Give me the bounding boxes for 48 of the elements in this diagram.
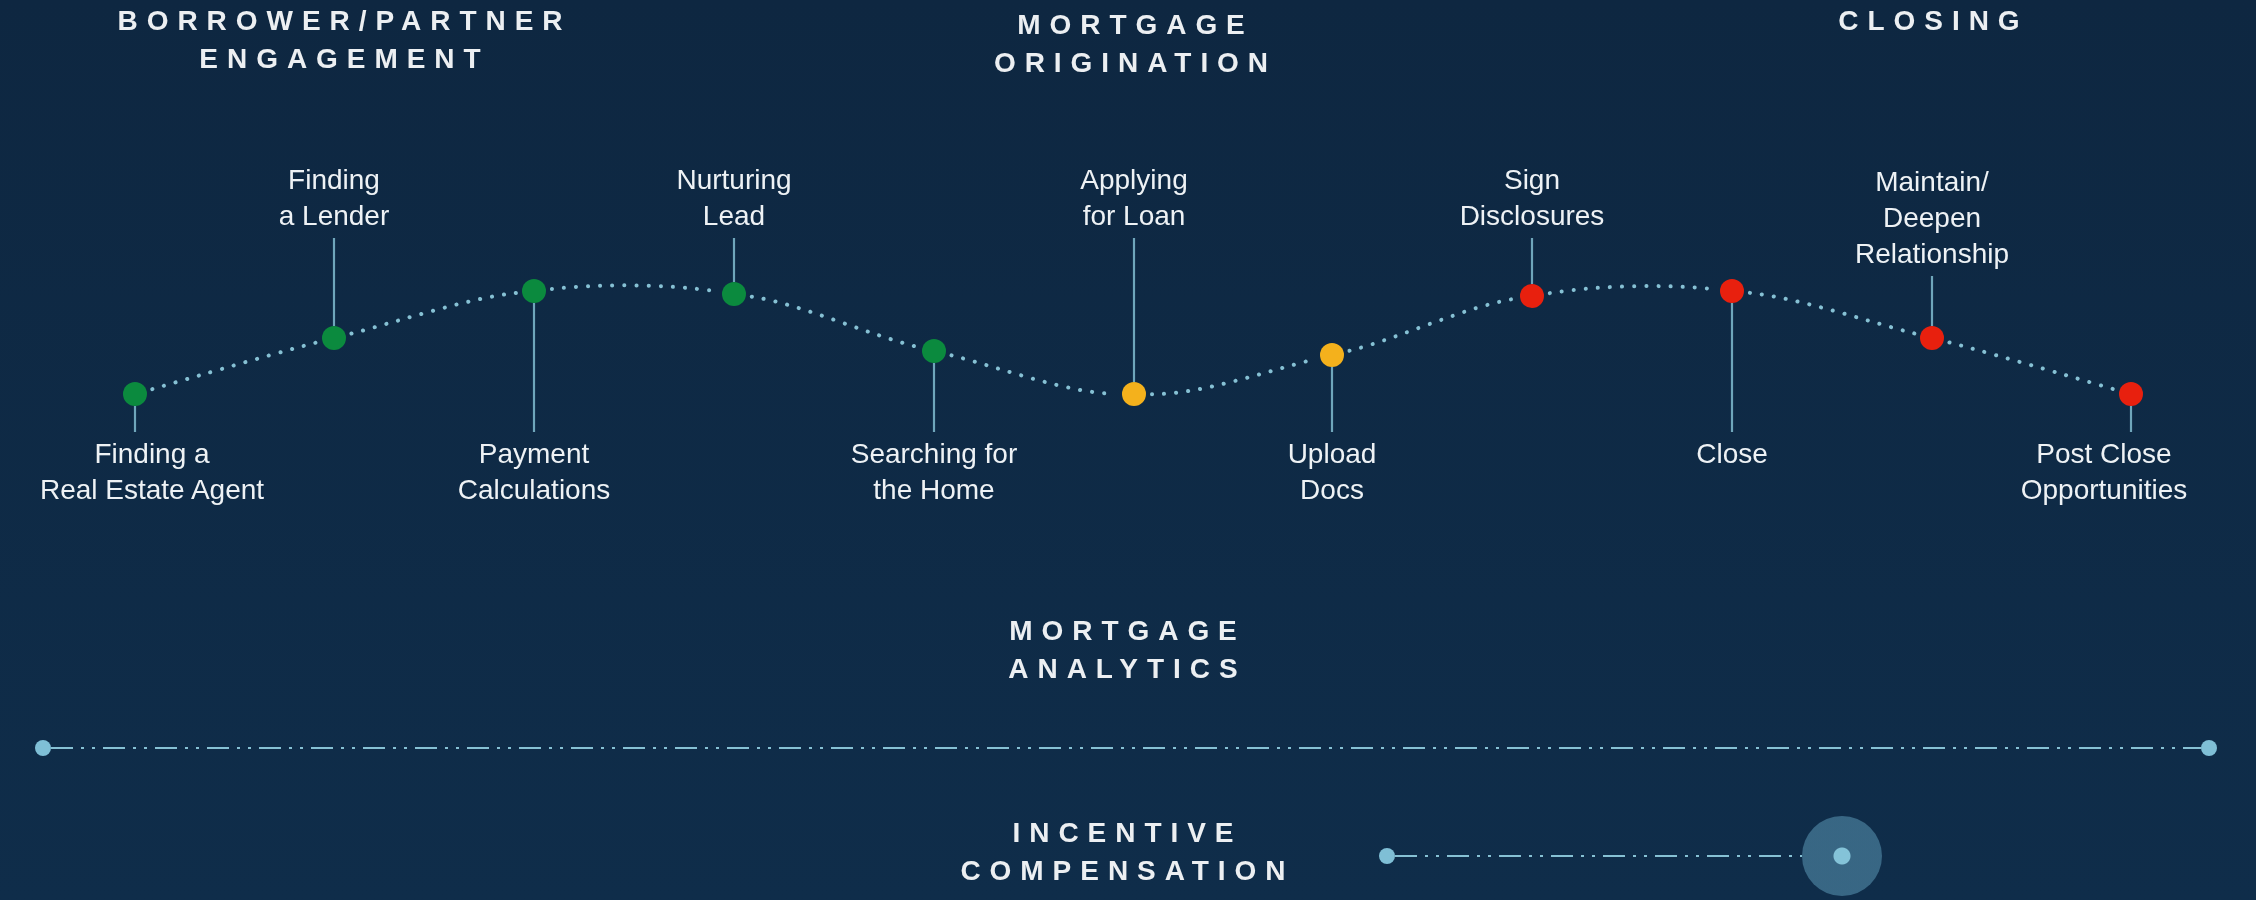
milestone-dot	[922, 339, 946, 363]
milestone-label: Upload Docs	[1182, 436, 1482, 508]
dotted-path	[1947, 340, 2116, 392]
dotted-path	[1747, 290, 1917, 336]
leader-line	[932, 363, 936, 432]
timeline-line	[51, 746, 2201, 750]
dotted-path	[749, 294, 919, 349]
milestone-dot	[522, 279, 546, 303]
milestone-dot	[2119, 382, 2143, 406]
section-heading: MORTGAGE ORIGINATION	[992, 8, 1279, 80]
milestone-label: Close	[1582, 436, 1882, 472]
milestone-dot	[1320, 343, 1344, 367]
milestone-dot	[1720, 279, 1744, 303]
milestone-dot	[123, 382, 147, 406]
milestone-label: Applying for Loan	[984, 162, 1284, 234]
milestone-label: Payment Calculations	[384, 436, 684, 508]
dotted-path	[150, 340, 319, 392]
leader-line	[1330, 367, 1334, 432]
leader-line	[1930, 276, 1934, 326]
milestone-label: Nurturing Lead	[584, 162, 884, 234]
leader-line	[1530, 238, 1534, 284]
leader-line	[1730, 303, 1734, 432]
timeline-line	[1395, 854, 1802, 858]
endpoint-dot	[35, 740, 51, 756]
endpoint-dot	[1379, 848, 1395, 864]
milestone-label: Sign Disclosures	[1382, 162, 1682, 234]
section-heading: INCENTIVE COMPENSATION	[959, 816, 1296, 888]
section-heading: MORTGAGE ANALYTICS	[1007, 614, 1248, 686]
milestone-label: Finding a Real Estate Agent	[2, 436, 302, 508]
milestone-label: Maintain/ Deepen Relationship	[1782, 164, 2082, 272]
section-heading: CLOSING	[1837, 4, 2030, 38]
leader-line	[532, 303, 536, 432]
milestone-dot	[322, 326, 346, 350]
section-heading: BORROWER/PARTNER ENGAGEMENT	[116, 4, 573, 76]
milestone-dot	[1920, 326, 1944, 350]
leader-line	[332, 238, 336, 326]
milestone-dot	[722, 282, 746, 306]
leader-line	[1132, 238, 1136, 382]
milestone-label: Finding a Lender	[184, 162, 484, 234]
endpoint-dot	[2201, 740, 2217, 756]
leader-line	[732, 238, 736, 282]
milestone-label: Post Close Opportunities	[1954, 436, 2254, 508]
leader-line	[2129, 406, 2133, 432]
leader-line	[133, 406, 137, 432]
milestone-dot	[1520, 284, 1544, 308]
milestone-label: Searching for the Home	[784, 436, 1084, 508]
milestone-dot	[1122, 382, 1146, 406]
dotted-path	[349, 290, 519, 336]
